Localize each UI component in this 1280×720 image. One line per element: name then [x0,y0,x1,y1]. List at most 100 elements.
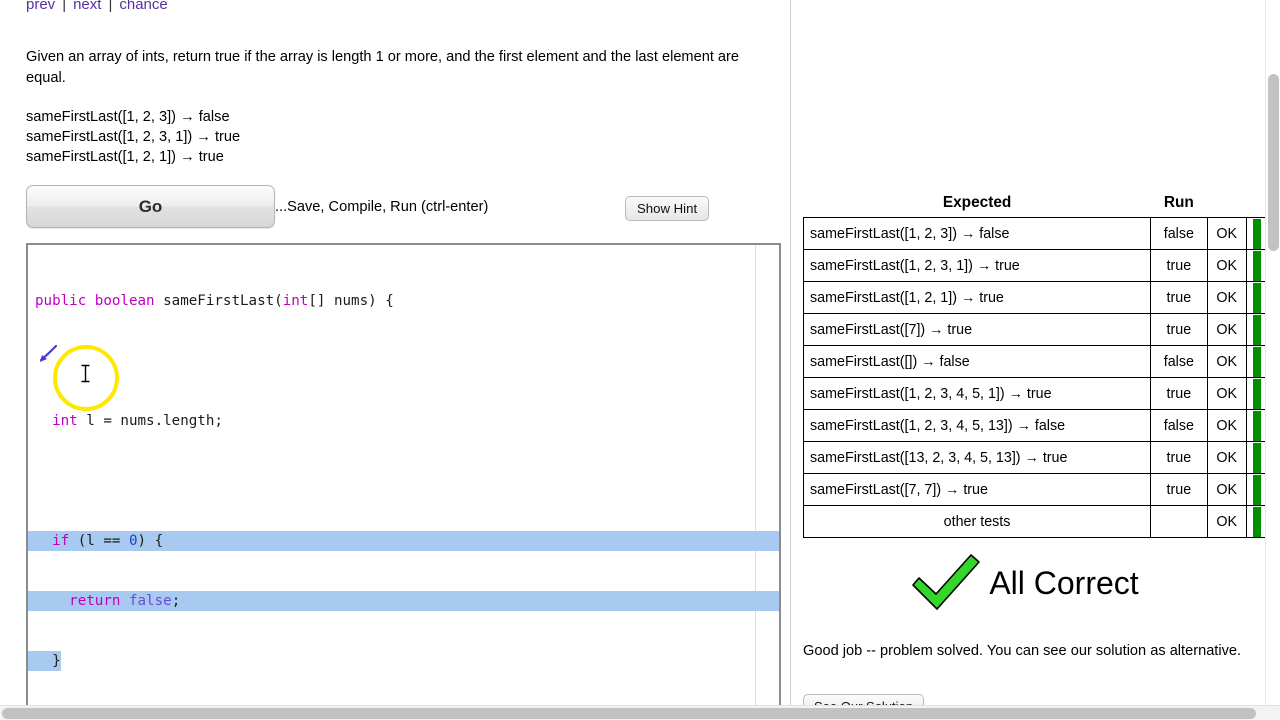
horizontal-scrollbar[interactable] [0,705,1280,720]
code-line[interactable]: public boolean sameFirstLast(int[] nums)… [35,293,394,309]
code-line[interactable] [28,711,779,720]
table-row: sameFirstLast([7]) → true true OK [802,313,1269,346]
cell-expected: sameFirstLast([7]) → true [802,313,1152,346]
cell-run: false [1150,409,1208,442]
example-line: sameFirstLast([1, 2, 3, 1]) → true [26,129,241,145]
status-badge-pass [1252,346,1261,377]
editor-margin-guide [755,245,756,720]
example-line: sameFirstLast([1, 2, 1]) → true [26,149,224,165]
code-line[interactable]: int l = nums.length; [52,413,223,429]
selection-highlight [28,651,61,671]
cell-status [1245,473,1269,506]
cell-ok: OK [1206,281,1247,314]
nav-link-chance[interactable]: chance [119,0,168,13]
status-badge-pass [1252,282,1261,313]
cell-ok: OK [1206,249,1247,282]
action-toolbar: Go ...Save, Compile, Run (ctrl-enter) Sh… [26,185,766,229]
table-row: sameFirstLast([13, 2, 3, 4, 5, 13]) → tr… [802,441,1269,474]
status-badge-pass [1252,442,1261,473]
cell-expected: sameFirstLast([7, 7]) → true [802,473,1152,506]
test-results-header: Expected Run [804,194,1268,218]
cell-ok: OK [1206,345,1247,378]
cell-expected: sameFirstLast([1, 2, 3]) → false [802,217,1152,250]
cell-run: true [1150,249,1208,282]
nav-separator-1: | [62,0,67,13]
cell-run [1150,505,1208,538]
status-badge-pass [1252,250,1261,281]
header-expected: Expected [942,194,1012,211]
verdict-banner: All Correct [803,552,1243,614]
table-header-row: Expected Run [804,194,1268,218]
cell-expected: other tests [802,505,1152,538]
cell-ok: OK [1206,505,1247,538]
go-button[interactable]: Go [26,185,275,228]
cell-run: true [1150,441,1208,474]
cell-run: true [1150,281,1208,314]
results-panel: Expected Run sameFirstLast([1, 2, 3]) → … [790,0,1269,720]
cell-status [1245,313,1269,346]
status-badge-pass [1252,218,1261,249]
nav-link-next[interactable]: next [73,0,102,13]
cell-expected: sameFirstLast([13, 2, 3, 4, 5, 13]) → tr… [802,441,1152,474]
horizontal-scrollbar-thumb[interactable] [2,708,1256,719]
code-line-selected[interactable]: if (l == 0) { [28,531,779,551]
header-ok [1207,194,1246,218]
table-row: sameFirstLast([1, 2, 3, 1]) → true true … [802,249,1269,282]
left-panel: Given an array of ints, return true if t… [26,49,781,720]
cell-status [1245,505,1269,538]
cell-expected: sameFirstLast([1, 2, 1]) → true [802,281,1152,314]
cell-expected: sameFirstLast([1, 2, 3, 4, 5, 1]) → true [802,377,1152,410]
status-badge-pass [1252,410,1261,441]
show-hint-button[interactable]: Show Hint [625,196,710,221]
table-row: sameFirstLast([1, 2, 3, 4, 5, 13]) → fal… [802,409,1269,442]
nav-link-prev[interactable]: prev [26,0,56,13]
cell-status [1245,217,1269,250]
cell-run: false [1150,345,1208,378]
header-run: Run [1163,194,1194,211]
test-results-body: sameFirstLast([1, 2, 3]) → false false O… [802,217,1269,538]
table-row: sameFirstLast([1, 2, 3, 4, 5, 1]) → true… [802,377,1269,410]
vertical-scrollbar[interactable] [1265,0,1280,720]
cell-run: false [1150,217,1208,250]
problem-description: Given an array of ints, return true if t… [26,49,740,86]
verdict-note: Good job -- problem solved. You can see … [803,643,1242,659]
code-content[interactable]: public boolean sameFirstLast(int[] nums)… [28,251,779,720]
nav-separator-2: | [108,0,113,13]
status-badge-pass [1252,474,1261,505]
cell-expected: sameFirstLast([]) → false [802,345,1152,378]
cell-expected: sameFirstLast([1, 2, 3, 4, 5, 13]) → fal… [802,409,1152,442]
cell-ok: OK [1206,217,1247,250]
code-editor[interactable]: public boolean sameFirstLast(int[] nums)… [26,243,781,720]
test-results-table: Expected Run sameFirstLast([1, 2, 3]) → … [802,194,1269,538]
cell-run: true [1150,473,1208,506]
code-line[interactable] [28,351,779,371]
vertical-scrollbar-thumb[interactable] [1268,74,1279,251]
cell-run: true [1150,377,1208,410]
table-row: sameFirstLast([]) → false false OK [802,345,1269,378]
verdict-title: All Correct [989,564,1139,601]
cell-ok: OK [1206,473,1247,506]
problem-examples: sameFirstLast([1, 2, 3]) → false sameFir… [26,107,766,167]
cell-run: true [1150,313,1208,346]
cell-ok: OK [1206,377,1247,410]
table-row: sameFirstLast([1, 2, 1]) → true true OK [802,281,1269,314]
check-mark-icon [912,554,981,610]
cell-status [1245,377,1269,410]
code-line-selected[interactable]: } [28,651,779,671]
cell-ok: OK [1206,441,1247,474]
code-line[interactable] [28,471,779,491]
cell-status [1245,345,1269,378]
status-badge-pass [1252,378,1261,409]
table-row: other tests OK [802,505,1269,538]
example-line: sameFirstLast([1, 2, 3]) → false [26,109,230,125]
table-row: sameFirstLast([1, 2, 3]) → false false O… [802,217,1269,250]
top-navigation: prev | next | chance [26,0,168,13]
cell-ok: OK [1206,409,1247,442]
cell-ok: OK [1206,313,1247,346]
table-row: sameFirstLast([7, 7]) → true true OK [802,473,1269,506]
code-line-selected[interactable]: return false; [28,591,779,611]
status-badge-pass [1252,314,1261,345]
code-editor-inner[interactable]: public boolean sameFirstLast(int[] nums)… [28,245,779,720]
cell-status [1245,249,1269,282]
